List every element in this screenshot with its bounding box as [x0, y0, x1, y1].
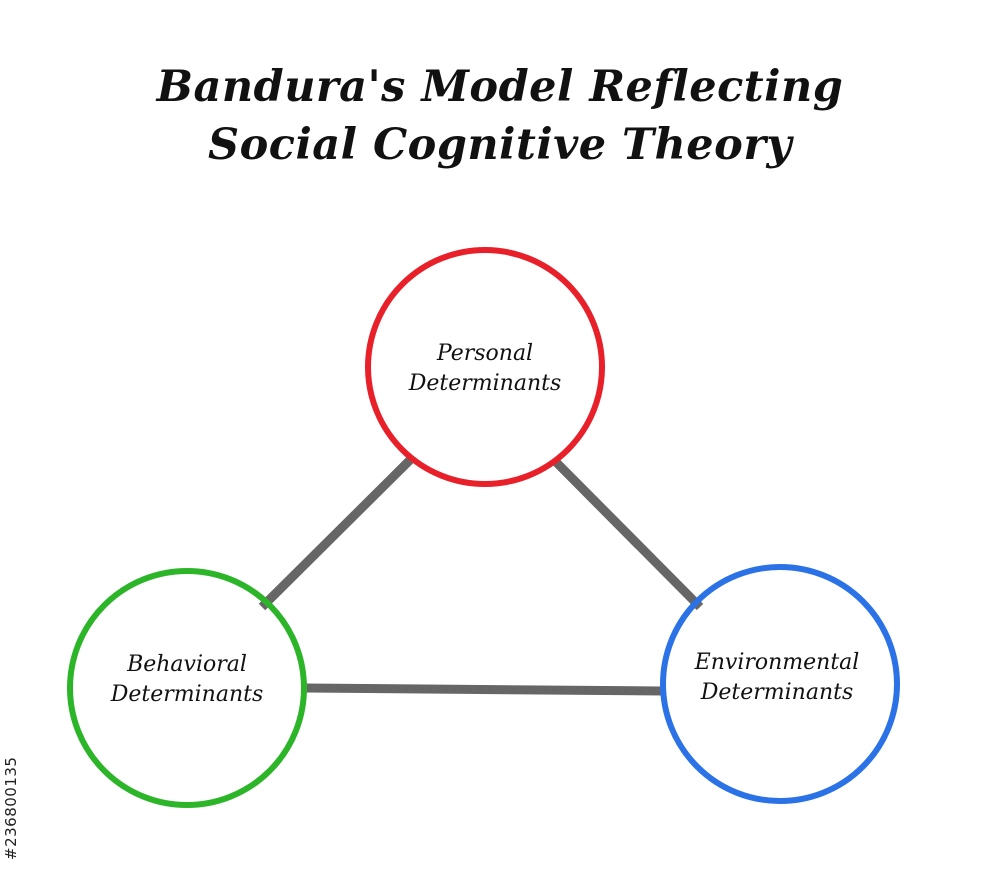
- personal-label-line-1: Personal: [436, 341, 534, 366]
- behavioral-circle: [67, 568, 307, 808]
- connector-personal-behavioral: [258, 456, 414, 611]
- personal-label: Personal Determinants: [370, 339, 600, 399]
- environmental-label: Environmental Determinants: [662, 648, 892, 708]
- diagram-title: Bandura's Model Reflecting Social Cognit…: [0, 58, 1000, 174]
- behavioral-label-line-2: Determinants: [110, 682, 264, 707]
- title-line-1: Bandura's Model Reflecting: [156, 62, 844, 112]
- behavioral-label: Behavioral Determinants: [72, 650, 302, 710]
- personal-circle: [365, 247, 605, 487]
- connector-behavioral-environmental: [304, 683, 663, 696]
- environmental-label-line-2: Determinants: [700, 680, 854, 705]
- connector-personal-environmental: [552, 458, 704, 611]
- title-line-2: Social Cognitive Theory: [208, 120, 792, 170]
- personal-label-line-2: Determinants: [408, 371, 562, 396]
- behavioral-label-line-1: Behavioral: [127, 652, 247, 677]
- environmental-label-line-1: Environmental: [694, 650, 860, 675]
- environmental-circle: [660, 564, 900, 804]
- stock-id-text: #236800135: [2, 756, 20, 860]
